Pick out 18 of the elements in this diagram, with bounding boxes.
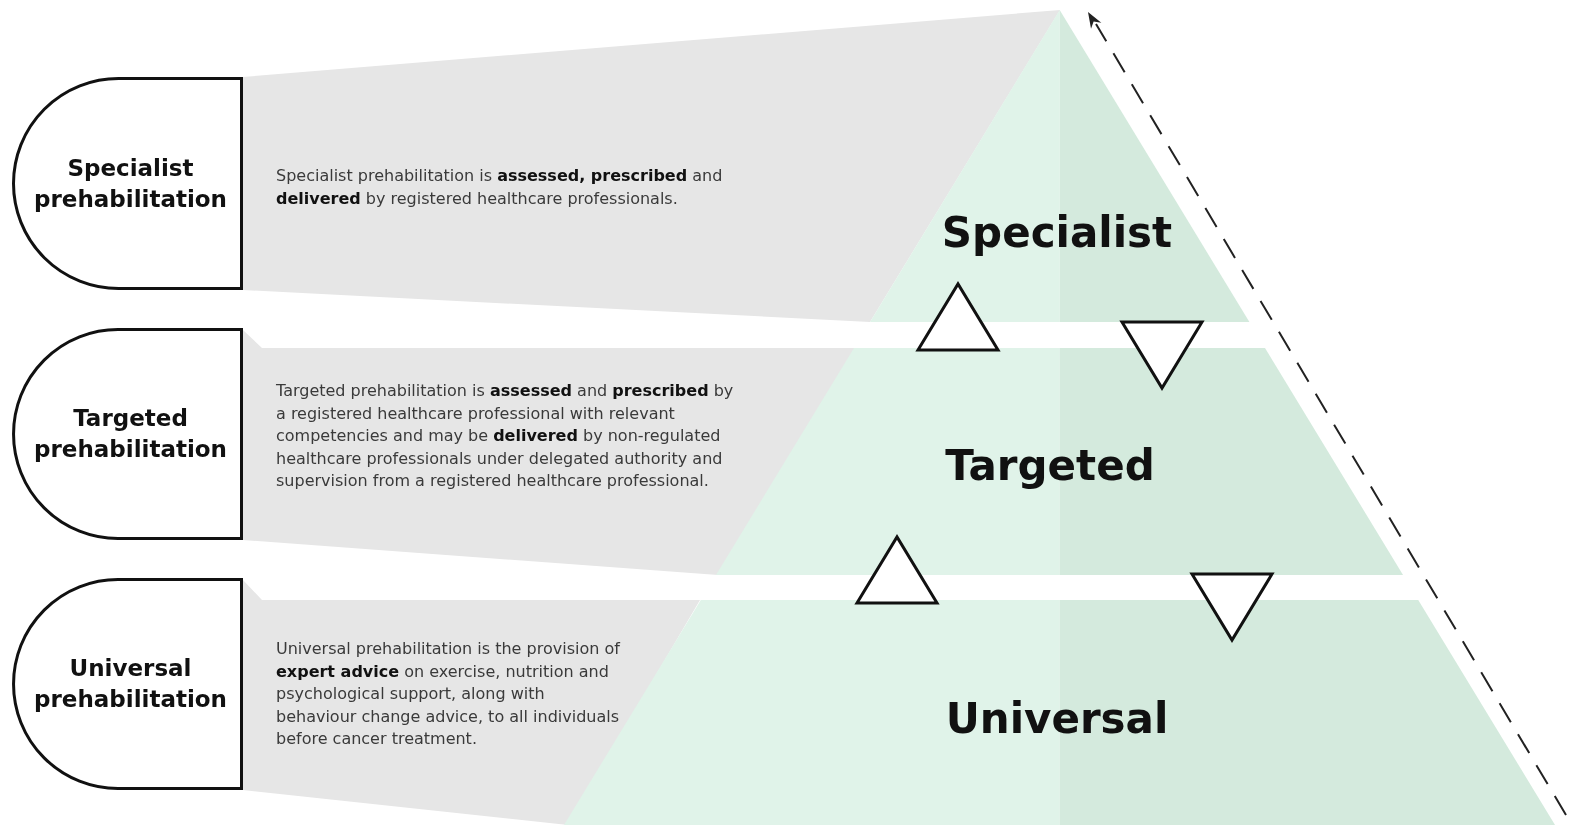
description-text: Specialist prehabilitation is assessed, prescribed and delivered by registered healthcare professionals. [276,165,724,210]
description-text: Universal prehabilitation is the provision of expert advice on exercise, nutrition and psychological support, along with behaviour change advice, to all individuals before cancer treatment. [276,638,621,750]
tier-label: Universal [945,693,1169,743]
rounded-tab [12,328,243,540]
info-band [243,580,700,825]
triangle-arrow [855,535,939,605]
tab-label: Specialist prehabilitation [33,153,228,214]
tier-label: Targeted [945,440,1155,490]
tab-label: Targeted prehabilitation [33,404,228,464]
tab-label: Universal prehabilitation [33,654,228,714]
triangle-arrow [1120,320,1204,390]
pyramid-tier [870,10,1250,322]
rounded-tab [12,578,243,790]
tier-label: Specialist [941,207,1173,257]
triangle-arrow [916,282,1000,352]
description-text: Targeted prehabilitation is assessed and prescribed by a registered healthcare professional with relevant competencies and may be delivered by non-regulated healthcare professionals under delegated authority and supervision from a registered healthcare professional. [276,380,735,492]
rounded-tab [12,77,243,290]
triangle-arrow [1190,572,1274,642]
